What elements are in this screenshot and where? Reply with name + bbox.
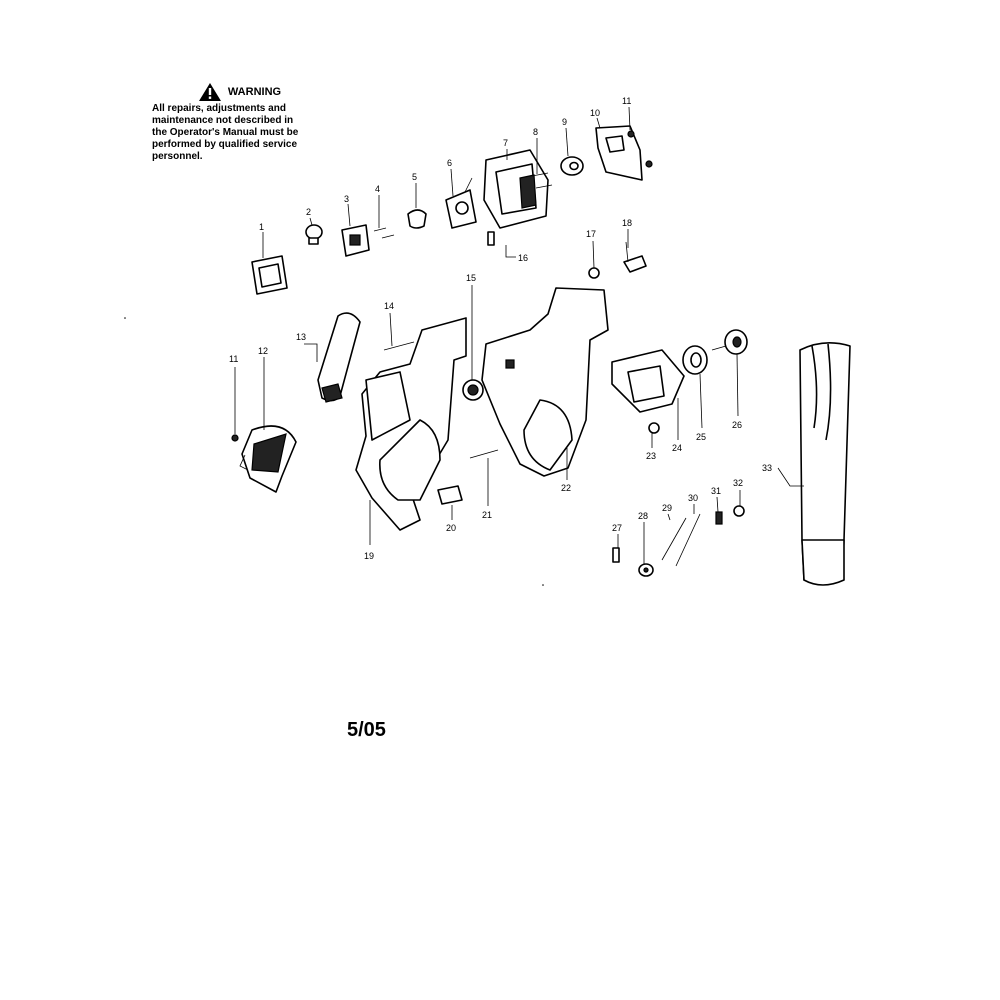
part-17-nut — [588, 267, 600, 279]
warning-header: WARNING — [152, 82, 327, 102]
part-labels: 1 2 3 4 5 6 7 8 9 10 11 11 12 13 14 15 1… — [229, 96, 772, 561]
stray-dot — [542, 584, 544, 586]
part-24-inlet — [611, 349, 685, 413]
part-12-guard — [241, 425, 297, 493]
part-25-ring — [682, 345, 708, 375]
part-label: 27 — [612, 523, 622, 533]
part-label: 18 — [622, 218, 632, 228]
part-label: 12 — [258, 346, 268, 356]
part-label: 13 — [296, 332, 306, 342]
part-label: 30 — [688, 493, 698, 503]
part-21-pin — [469, 449, 499, 459]
part-14-bolt — [383, 341, 415, 351]
part-13-handle — [317, 312, 361, 403]
part-label: 10 — [590, 108, 600, 118]
warning-title: WARNING — [227, 86, 282, 98]
part-31-filter — [715, 511, 723, 525]
part-label: 31 — [711, 486, 721, 496]
part-27-spring — [612, 547, 620, 563]
part-16-pin — [487, 231, 495, 246]
part-label: 11 — [229, 354, 238, 364]
part-19-housing — [355, 317, 467, 531]
part-label: 20 — [446, 523, 456, 533]
part-label: 32 — [733, 478, 743, 488]
part-30-fuel-line — [675, 513, 701, 567]
part-33-blower-tube — [799, 342, 851, 586]
part-label: 33 — [762, 463, 772, 473]
part-20-latch — [437, 485, 463, 505]
part-label: 11 — [622, 96, 631, 106]
part-28-washer — [638, 563, 654, 577]
warning-line: the Operator's Manual must be — [152, 127, 299, 138]
part-4-screws — [373, 227, 395, 239]
part-15-fan — [462, 379, 484, 401]
warning-triangle-icon — [198, 83, 221, 101]
part-label: 9 — [562, 117, 567, 127]
part-label: 14 — [384, 301, 394, 311]
warning-text: All repairs, adjustments and maintenance… — [152, 103, 327, 163]
part-label: 15 — [466, 273, 476, 283]
part-label: 21 — [482, 510, 492, 520]
part-29-fuel-line — [661, 517, 687, 561]
part-label: 23 — [646, 451, 656, 461]
part-5-cap — [407, 209, 427, 229]
part-9-washer — [560, 156, 584, 176]
leader-lines — [234, 106, 804, 564]
warning-line: personnel. — [152, 151, 203, 162]
part-label: 28 — [638, 511, 648, 521]
part-label: 25 — [696, 432, 706, 442]
part-6-bracket — [445, 177, 477, 229]
part-22-housing — [481, 287, 609, 477]
part-label: 7 — [503, 138, 508, 148]
part-label: 5 — [412, 172, 417, 182]
part-label: 22 — [561, 483, 571, 493]
part-23-bushing — [648, 422, 660, 434]
part-label: 16 — [518, 253, 528, 263]
part-3-carburetor — [341, 224, 370, 257]
part-32-grommet — [733, 505, 745, 517]
part-label: 6 — [447, 158, 452, 168]
warning-notice: WARNING All repairs, adjustments and mai… — [152, 82, 327, 163]
part-18-knob — [623, 241, 647, 273]
part-2-knob — [305, 224, 323, 245]
warning-line: maintenance not described in — [152, 115, 294, 126]
warning-line: performed by qualified service — [152, 139, 298, 150]
part-label: 4 — [375, 184, 380, 194]
part-label: 2 — [306, 207, 311, 217]
part-label: 19 — [364, 551, 374, 561]
part-11-screw — [231, 130, 653, 442]
part-1-gasket — [251, 255, 288, 295]
warning-line: All repairs, adjustments and — [152, 103, 286, 114]
part-label: 26 — [732, 420, 742, 430]
stray-dot — [124, 317, 126, 319]
part-label: 24 — [672, 443, 682, 453]
part-7-filter-cover — [483, 149, 549, 229]
part-label: 29 — [662, 503, 672, 513]
part-label: 3 — [344, 194, 349, 204]
part-label: 17 — [586, 229, 596, 239]
date-code: 5/05 — [347, 719, 386, 741]
part-8-screws — [531, 172, 553, 189]
part-10-plate — [595, 125, 643, 181]
part-label: 1 — [259, 222, 264, 232]
part-26-bearing — [711, 329, 748, 355]
part-label: 8 — [533, 127, 538, 137]
